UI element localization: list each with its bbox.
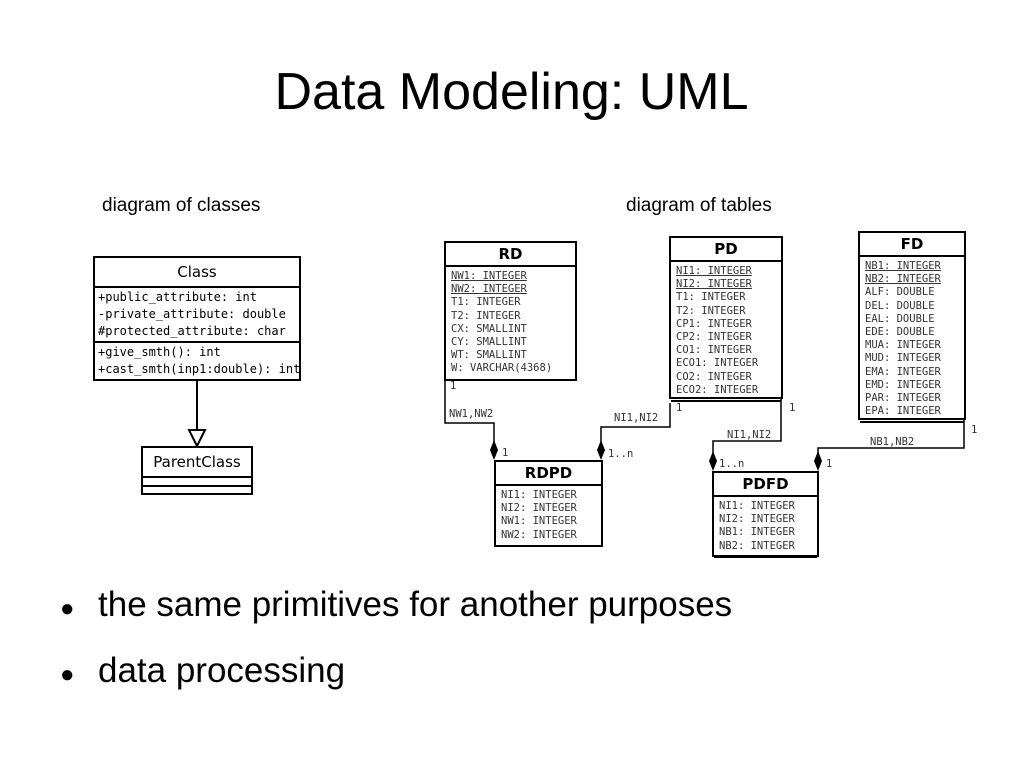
multiplicity-label: 1: [826, 458, 833, 470]
table-field: EPA: INTEGER: [865, 405, 941, 418]
table-field: EAL: DOUBLE: [865, 312, 935, 325]
table-field: CP1: INTEGER: [676, 317, 752, 330]
fd-pdfd-diamond: [814, 451, 822, 471]
table-field: DEL: DOUBLE: [865, 299, 935, 312]
pd-rdpd-diamond: [597, 440, 605, 460]
bullet-dot-icon: ●: [60, 661, 75, 688]
table-field: CO1: INTEGER: [676, 344, 752, 357]
bullet-text: data processing: [98, 651, 346, 690]
multiplicity-label: 1..n: [719, 458, 745, 470]
rd-rdpd-diamond: [490, 440, 498, 460]
table-field: NI2: INTEGER: [501, 502, 577, 515]
table-fd-name: FD: [860, 233, 964, 257]
relation-label-fd-pdfd: NB1,NB2: [870, 436, 915, 448]
table-field: NB1: INTEGER: [719, 526, 795, 539]
bullet-dot-icon: ●: [60, 595, 75, 622]
table-field: T1: INTEGER: [451, 296, 521, 309]
table-field: T2: INTEGER: [676, 304, 746, 317]
table-field: EMA: INTEGER: [865, 365, 941, 378]
table-field: NW1: INTEGER: [451, 270, 527, 282]
slide-title: Data Modeling: UML: [274, 63, 749, 121]
table-field: MUD: INTEGER: [865, 352, 941, 365]
class-attribute: -private_attribute: double: [98, 307, 286, 321]
relation-label-pd-rdpd: NI1,NI2: [614, 412, 659, 424]
multiplicity-label: 1..n: [608, 448, 634, 460]
class-attribute: +public_attribute: int: [98, 290, 257, 304]
table-field: W: VARCHAR(4368): [451, 362, 553, 375]
table-field: NI1: INTEGER: [501, 489, 577, 501]
table-field: ECO1: INTEGER: [676, 357, 759, 370]
table-field: CO2: INTEGER: [676, 370, 752, 383]
parent-class-name: ParentClass: [143, 448, 251, 478]
fd-pdfd-line: [817, 420, 965, 453]
pd-rdpd-line: [600, 403, 671, 442]
table-field: ALF: DOUBLE: [865, 286, 935, 299]
class-box: Class +public_attribute: int -private_att…: [93, 256, 301, 381]
caption-diagram-of-classes: diagram of classes: [102, 195, 261, 216]
table-field: WT: SMALLINT: [451, 349, 527, 362]
pd-pdfd-line: [712, 399, 782, 453]
table-field: T2: INTEGER: [451, 309, 521, 322]
table-field: NI2: INTEGER: [719, 513, 795, 526]
table-field: NB2: INTEGER: [719, 539, 795, 552]
table-pdfd-name: PDFD: [714, 473, 817, 497]
table-field: MUA: INTEGER: [865, 339, 941, 352]
multiplicity-label: 1: [789, 402, 796, 414]
table-field: T1: INTEGER: [676, 291, 746, 304]
caption-diagram-of-tables: diagram of tables: [626, 195, 772, 216]
class-operations: +give_smth(): int +cast_smth(inp1:double)…: [95, 343, 301, 379]
table-field: NI1: INTEGER: [676, 265, 752, 277]
multiplicity-label: 1: [502, 447, 509, 459]
table-rd-name: RD: [446, 243, 575, 267]
multiplicity-label: 1: [676, 402, 683, 414]
bullet-item: ● data processing: [60, 651, 732, 717]
bullet-text: the same primitives for another purposes: [98, 585, 733, 624]
table-field: NI1: INTEGER: [719, 500, 795, 512]
relation-label-pd-pdfd: NI1,NI2: [727, 429, 772, 441]
table-field: CX: SMALLINT: [451, 322, 527, 335]
table-pd-name: PD: [671, 238, 781, 262]
multiplicity-label: 1: [450, 380, 457, 392]
pd-pdfd-diamond: [709, 451, 717, 471]
parent-class-box: ParentClass: [141, 446, 253, 495]
class-attribute: #protected_attribute: char: [98, 324, 286, 338]
table-rdpd-name: RDPD: [496, 462, 601, 486]
table-field: NB1: INTEGER: [865, 260, 941, 272]
table-field: EDE: DOUBLE: [865, 326, 935, 339]
table-field: CY: SMALLINT: [451, 336, 527, 349]
table-field: NW2: INTEGER: [501, 528, 577, 541]
bullet-list: ● the same primitives for another purpose…: [60, 585, 732, 717]
class-operation: +give_smth(): int: [98, 345, 221, 359]
table-field: NB2: INTEGER: [865, 273, 941, 286]
parent-class-attr-section: [143, 478, 251, 487]
bullet-item: ● the same primitives for another purpose…: [60, 585, 732, 651]
table-field: NI2: INTEGER: [676, 278, 752, 291]
class-attributes: +public_attribute: int -private_attribute…: [95, 288, 299, 343]
table-field: NW1: INTEGER: [501, 515, 577, 528]
table-field: ECO2: INTEGER: [676, 383, 759, 396]
multiplicity-label: 1: [971, 424, 978, 436]
inheritance-arrowhead: [187, 429, 207, 449]
table-field: EMD: INTEGER: [865, 378, 941, 391]
table-field: PAR: INTEGER: [865, 392, 941, 405]
class-operation: +cast_smth(inp1:double): int: [98, 362, 301, 376]
class-name: Class: [95, 258, 299, 288]
relation-label-rd-rdpd: NW1,NW2: [449, 408, 494, 420]
table-field: NW2: INTEGER: [451, 283, 527, 296]
table-field: CP2: INTEGER: [676, 331, 752, 344]
rd-rdpd-line: [444, 381, 495, 442]
